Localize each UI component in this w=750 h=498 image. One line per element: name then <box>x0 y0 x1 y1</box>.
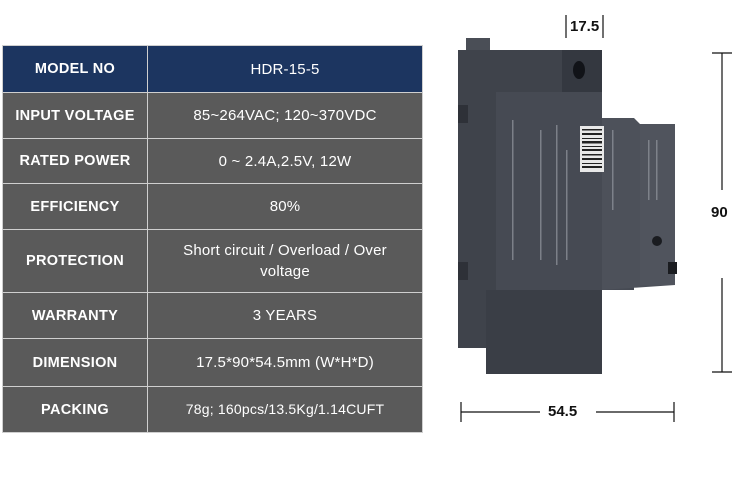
spec-table: MODEL NO HDR-15-5 INPUT VOLTAGE 85~264VA… <box>2 45 423 433</box>
spec-row-packing: PACKING 78g; 160pcs/13.5Kg/1.14CUFT <box>2 386 423 433</box>
spec-label: DIMENSION <box>2 338 148 387</box>
spec-label: PACKING <box>2 386 148 433</box>
height-dimension-lines <box>712 52 732 373</box>
spec-value: 85~264VAC; 120~370VDC <box>147 92 423 139</box>
spec-row-model: MODEL NO HDR-15-5 <box>2 45 423 93</box>
spec-value: HDR-15-5 <box>147 45 423 93</box>
spec-row-protection: PROTECTION Short circuit / Overload / Ov… <box>2 229 423 293</box>
spec-value: 78g; 160pcs/13.5Kg/1.14CUFT <box>147 386 423 433</box>
spec-label: RATED POWER <box>2 138 148 184</box>
spec-value: Short circuit / Overload / Over voltage <box>147 229 423 293</box>
spec-row-efficiency: EFFICIENCY 80% <box>2 183 423 230</box>
din-rail-power-supply-image <box>458 38 677 374</box>
spec-value: 0 ~ 2.4A,2.5V, 12W <box>147 138 423 184</box>
spec-label: MODEL NO <box>2 45 148 93</box>
spec-value: 80% <box>147 183 423 230</box>
spec-row-dimension: DIMENSION 17.5*90*54.5mm (W*H*D) <box>2 338 423 387</box>
width-dimension-label: 17.5 <box>570 18 600 35</box>
spec-label: EFFICIENCY <box>2 183 148 230</box>
depth-dimension-lines <box>460 402 675 422</box>
spec-row-input-voltage: INPUT VOLTAGE 85~264VAC; 120~370VDC <box>2 92 423 139</box>
spec-label: WARRANTY <box>2 292 148 339</box>
depth-dimension-label: 54.5 <box>548 403 578 420</box>
width-dimension-lines <box>565 15 604 38</box>
spec-row-warranty: WARRANTY 3 YEARS <box>2 292 423 339</box>
spec-row-rated-power: RATED POWER 0 ~ 2.4A,2.5V, 12W <box>2 138 423 184</box>
spec-label: PROTECTION <box>2 229 148 293</box>
height-dimension-label: 90 <box>711 204 728 221</box>
